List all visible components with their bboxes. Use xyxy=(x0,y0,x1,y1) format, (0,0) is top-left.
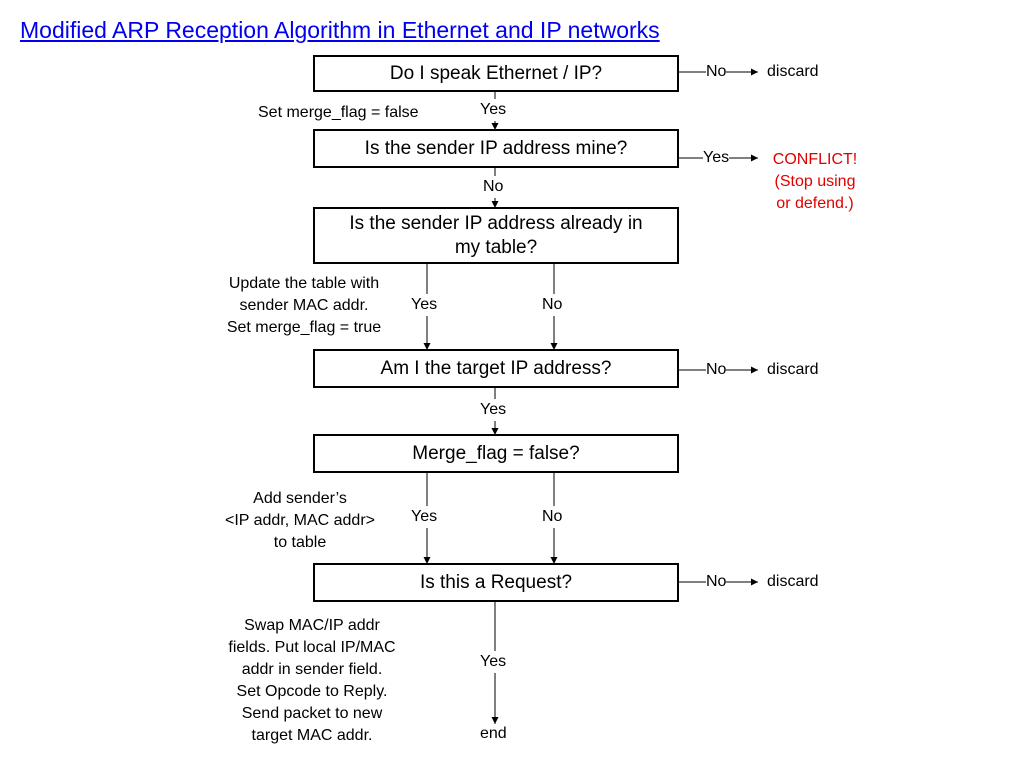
add-note-line-3: to table xyxy=(273,534,327,551)
swap-note-line-3: addr in sender field. xyxy=(241,661,383,678)
target-ip-label: Am I the target IP address? xyxy=(380,357,612,379)
table-yes-label: Yes xyxy=(411,294,438,316)
request-no-label: No xyxy=(706,571,727,593)
target-yes-label: Yes xyxy=(480,399,507,421)
conflict-line-1: CONFLICT! xyxy=(772,151,858,168)
is-request-box: Is this a Request? xyxy=(313,563,679,602)
add-note-line-1: Add sender’s xyxy=(253,490,347,507)
add-note-line-2: <IP addr, MAC addr> xyxy=(224,512,375,529)
sender-ip-mine-box: Is the sender IP address mine? xyxy=(313,129,679,168)
swap-note-line-2: fields. Put local IP/MAC xyxy=(228,639,396,656)
speak-yes-label: Yes xyxy=(480,99,507,121)
target-no-label: No xyxy=(706,359,727,381)
discard-label-3: discard xyxy=(767,573,819,590)
update-note-line-1: Update the table with xyxy=(228,275,380,292)
swap-note-line-5: Send packet to new xyxy=(241,705,383,722)
sender-yes-label: Yes xyxy=(703,147,730,169)
set-merge-false-note: Set merge_flag = false xyxy=(258,104,419,121)
swap-note-line-1: Swap MAC/IP addr xyxy=(244,617,380,634)
is-request-label: Is this a Request? xyxy=(419,571,573,593)
sender-in-table-box: Is the sender IP address already in my t… xyxy=(313,207,679,264)
merge-flag-label: Merge_flag = false? xyxy=(412,442,580,464)
target-ip-box: Am I the target IP address? xyxy=(313,349,679,388)
discard-label-2: discard xyxy=(767,361,819,378)
update-note-line-3: Set merge_flag = true xyxy=(226,319,382,336)
merge-yes-label: Yes xyxy=(411,506,438,528)
add-sender-note: Add sender’s <IP addr, MAC addr> to tabl… xyxy=(200,488,400,554)
sender-ip-mine-label: Is the sender IP address mine? xyxy=(364,137,628,159)
slide-title[interactable]: Modified ARP Reception Algorithm in Ethe… xyxy=(20,17,660,43)
discard-label-1: discard xyxy=(767,63,819,80)
merge-no-label: No xyxy=(542,506,563,528)
sender-no-label: No xyxy=(483,176,504,198)
sender-in-table-label-line1: Is the sender IP address already in xyxy=(349,212,643,234)
speak-ethernet-ip-box: Do I speak Ethernet / IP? xyxy=(313,55,679,92)
swap-fields-note: Swap MAC/IP addr fields. Put local IP/MA… xyxy=(202,615,422,747)
update-table-note: Update the table with sender MAC addr. S… xyxy=(200,273,408,339)
end-label: end xyxy=(480,725,507,742)
conflict-line-3: or defend.) xyxy=(776,195,854,212)
table-no-label: No xyxy=(542,294,563,316)
merge-flag-box: Merge_flag = false? xyxy=(313,434,679,473)
conflict-note: CONFLICT! (Stop using or defend.) xyxy=(755,149,875,215)
swap-note-line-4: Set Opcode to Reply. xyxy=(236,683,388,700)
swap-note-line-6: target MAC addr. xyxy=(251,727,373,744)
conflict-line-2: (Stop using xyxy=(774,173,856,190)
update-note-line-2: sender MAC addr. xyxy=(239,297,369,314)
sender-in-table-label-line2: my table? xyxy=(454,236,538,258)
speak-no-label: No xyxy=(706,61,727,83)
speak-ethernet-ip-label: Do I speak Ethernet / IP? xyxy=(389,62,603,84)
request-yes-label: Yes xyxy=(480,651,507,673)
